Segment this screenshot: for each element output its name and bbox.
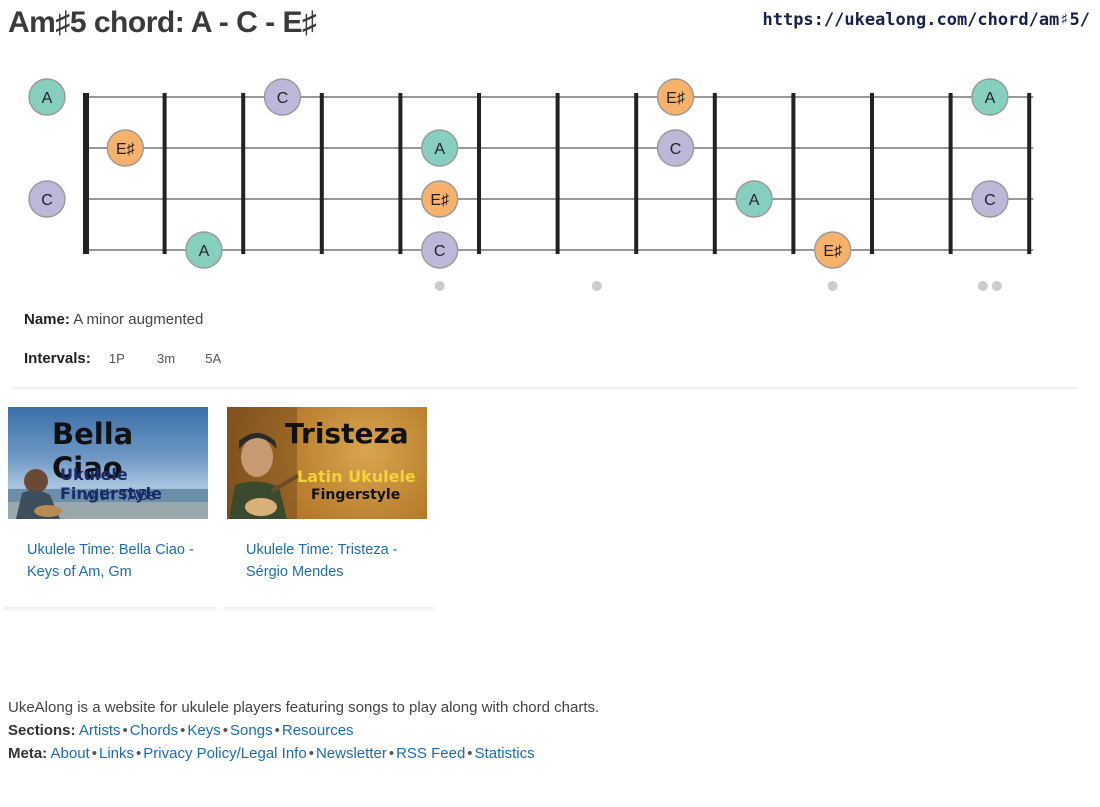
footer-separator: • xyxy=(180,722,186,739)
footer-link-resources[interactable]: Resources xyxy=(281,722,354,739)
chord-name-label: Name: xyxy=(24,311,70,328)
footer-link-statistics[interactable]: Statistics xyxy=(474,745,535,762)
fret-marker-dot xyxy=(977,281,988,291)
footer-separator: • xyxy=(136,745,142,762)
footer-link-artists[interactable]: Artists xyxy=(78,722,121,739)
thumbnail-title: Bella Ciao xyxy=(52,417,134,485)
note-marker-label: C xyxy=(984,192,996,209)
thumbnail-subtitle: Latin Ukulele xyxy=(297,467,416,486)
interval-augmented-fifth: 5A xyxy=(205,351,222,366)
chord-name-value: A minor augmented xyxy=(73,311,204,328)
page-title: Am♯5 chord: A - C - E♯ xyxy=(8,6,317,39)
video-thumbnail[interactable]: Tristeza Latin Ukulele Fingerstyle xyxy=(227,407,427,519)
footer-link-songs[interactable]: Songs xyxy=(230,722,273,739)
footer-link-privacy[interactable]: Privacy Policy/Legal Info xyxy=(143,745,307,762)
fret-marker-dot xyxy=(991,281,1002,291)
footer-sections-label: Sections: xyxy=(8,722,76,739)
footer-link-newsletter[interactable]: Newsletter xyxy=(315,745,387,762)
open-note-circle xyxy=(28,78,66,116)
video-link[interactable]: Ukulele Time: Tristeza - Sérgio Mendes xyxy=(246,542,398,580)
chord-name-row: Name: A minor augmented xyxy=(24,311,203,328)
note-marker-circle xyxy=(185,231,223,269)
note-marker-circle xyxy=(971,78,1009,116)
note-marker-label: C xyxy=(434,243,446,260)
page-url-link[interactable]: https://ukealong.com/chord/am♯5/ xyxy=(762,10,1090,30)
footer-separator: • xyxy=(467,745,473,762)
footer-link-about[interactable]: About xyxy=(50,745,90,762)
footer-meta: Meta: About•Links•Privacy Policy/Legal I… xyxy=(8,745,535,762)
interval-root: 1P xyxy=(108,351,125,366)
footer-meta-label: Meta: xyxy=(8,745,48,762)
note-marker-label: C xyxy=(670,141,682,158)
note-marker-circle xyxy=(656,129,695,167)
footer-separator: • xyxy=(308,745,314,762)
footer-separator: • xyxy=(91,745,97,762)
intervals-label: Intervals: xyxy=(24,350,91,367)
fret-marker-dot xyxy=(591,281,602,291)
note-marker-circle xyxy=(421,129,459,167)
fret-marker-dot xyxy=(434,281,445,291)
open-note-label: C xyxy=(41,192,53,209)
footer-description: UkeAlong is a website for ukulele player… xyxy=(8,699,600,716)
thumbnail-title: Tristeza xyxy=(285,417,409,450)
video-link[interactable]: Ukulele Time: Bella Ciao - Keys of Am, G… xyxy=(27,542,194,580)
note-marker-label: E♯ xyxy=(116,141,135,158)
thumbnail-artwork xyxy=(227,407,299,519)
note-marker-circle xyxy=(421,180,459,218)
footer-separator: • xyxy=(274,722,280,739)
note-marker-circle xyxy=(263,78,302,116)
footer-separator: • xyxy=(388,745,395,762)
fretboard-diagram: A C C E♯ A E♯ A C E♯ A C A C E♯ xyxy=(28,78,1034,291)
interval-minor-third: 3m xyxy=(157,351,176,366)
footer-link-keys[interactable]: Keys xyxy=(187,722,221,739)
card-divider xyxy=(4,607,216,611)
note-marker-circle xyxy=(971,180,1009,218)
note-marker-label: A xyxy=(434,141,445,158)
footer-separator: • xyxy=(122,722,128,739)
open-note-label: A xyxy=(42,90,53,107)
thumbnail-tagline: Fingerstyle xyxy=(311,487,401,503)
open-note-circle xyxy=(28,180,66,218)
video-card-bella-ciao[interactable]: Bella Ciao Ukulele Fingerstyle with TABs… xyxy=(4,407,216,611)
fret-marker-dot xyxy=(827,281,838,291)
note-marker-circle xyxy=(656,78,695,116)
note-marker-label: E♯ xyxy=(823,243,842,260)
footer-link-rss[interactable]: RSS Feed xyxy=(396,745,466,762)
note-marker-label: E♯ xyxy=(430,192,449,209)
footer-link-chords[interactable]: Chords xyxy=(129,722,179,739)
thumbnail-subtitle: Ukulele Fingerstyle xyxy=(60,465,162,503)
card-divider xyxy=(223,607,435,611)
thumbnail-tagline: with TABs xyxy=(83,486,156,504)
note-marker-label: A xyxy=(199,243,210,260)
note-marker-circle xyxy=(106,129,145,167)
thumbnail-artwork xyxy=(8,469,208,519)
note-marker-label: E♯ xyxy=(666,90,685,107)
video-card-tristeza[interactable]: Tristeza Latin Ukulele Fingerstyle Ukule… xyxy=(223,407,435,611)
note-marker-circle xyxy=(421,231,459,269)
section-divider xyxy=(12,387,1077,390)
chord-intervals-row: Intervals: 1P 3m 5A xyxy=(24,350,235,367)
note-marker-label: C xyxy=(277,90,289,107)
footer-separator: • xyxy=(222,722,229,739)
video-thumbnail[interactable]: Bella Ciao Ukulele Fingerstyle with TABs xyxy=(8,407,208,519)
note-marker-circle xyxy=(735,180,773,218)
note-marker-label: A xyxy=(749,192,760,209)
note-marker-label: A xyxy=(985,90,996,107)
note-marker-circle xyxy=(814,231,852,269)
footer-sections: Sections: Artists•Chords•Keys•Songs•Reso… xyxy=(8,722,354,739)
footer-link-links[interactable]: Links xyxy=(98,745,135,762)
